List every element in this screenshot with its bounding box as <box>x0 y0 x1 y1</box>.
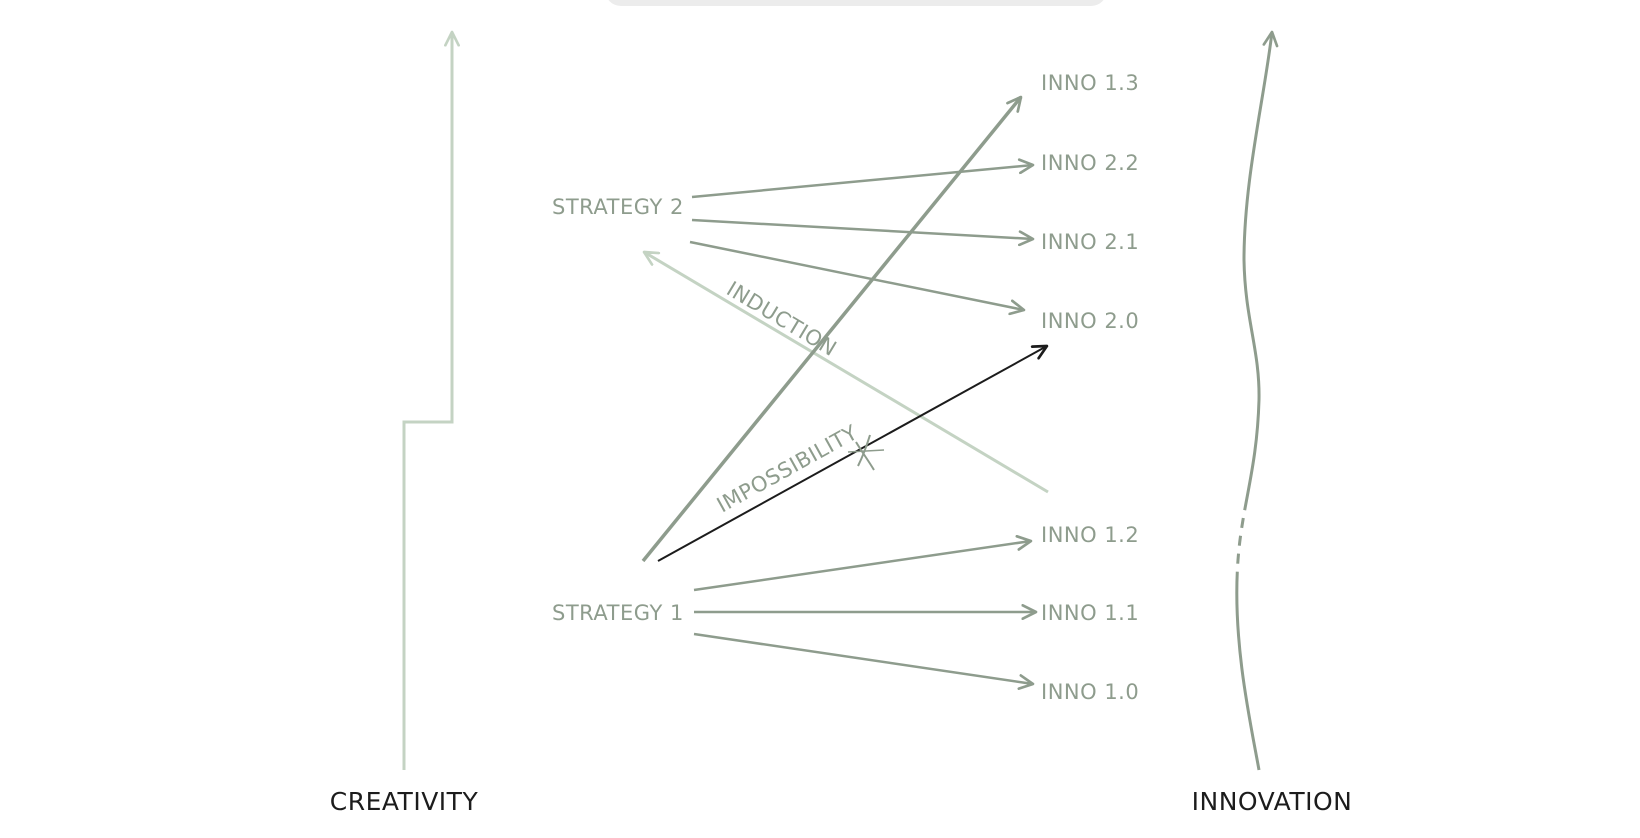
creativity-axis-arrow <box>402 30 460 770</box>
inno-1-0-label: INNO 1.0 <box>1041 680 1139 704</box>
strategy-1-label: STRATEGY 1 <box>552 601 684 625</box>
innovation-axis-arrow <box>1235 30 1279 771</box>
arrow-strategy-1-to-inno-1-2 <box>693 534 1033 592</box>
inno-2-2-label: INNO 2.2 <box>1041 151 1139 175</box>
arrow-strategy-1-to-inno-1-3 <box>641 95 1023 563</box>
blocked-cross-icon <box>847 434 885 471</box>
impossibility-arrow <box>657 344 1049 562</box>
impossibility-label: IMPOSSIBILITY <box>713 420 862 517</box>
strategy-2-label: STRATEGY 2 <box>552 195 684 219</box>
inno-1-3-label: INNO 1.3 <box>1041 71 1139 95</box>
arrow-strategy-2-to-inno-2-0 <box>689 240 1026 316</box>
creativity-axis-label: CREATIVITY <box>330 787 479 816</box>
arrow-strategy-2-to-inno-2-2 <box>691 158 1035 199</box>
inno-2-1-label: INNO 2.1 <box>1041 230 1139 254</box>
induction-arrow <box>642 250 1049 494</box>
inno-1-1-label: INNO 1.1 <box>1041 601 1139 625</box>
inno-2-0-label: INNO 2.0 <box>1041 309 1139 333</box>
innovation-axis-label: INNOVATION <box>1192 787 1353 816</box>
arrow-strategy-1-to-inno-1-0 <box>693 632 1035 690</box>
induction-label: INDUCTION <box>722 277 841 361</box>
arrow-strategy-2-to-inno-2-1 <box>691 218 1035 247</box>
tab-remnant <box>605 0 1107 6</box>
inno-1-2-label: INNO 1.2 <box>1041 523 1139 547</box>
